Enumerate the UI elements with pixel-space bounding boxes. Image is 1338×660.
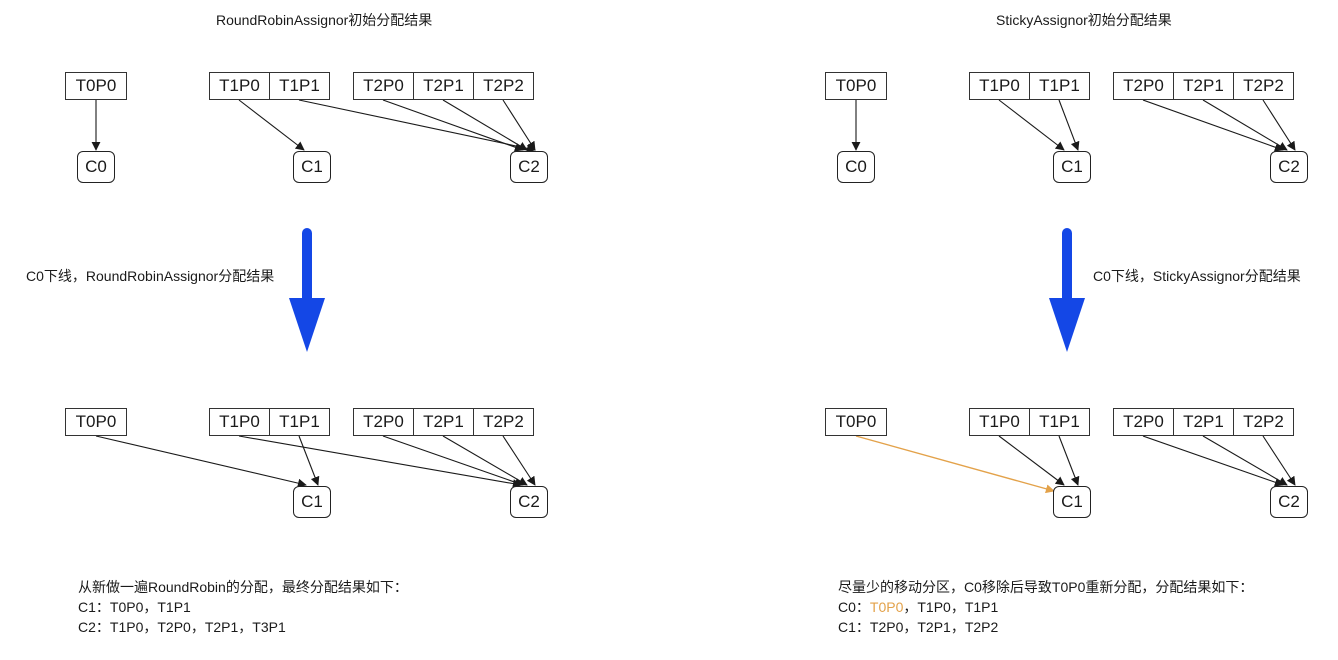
left-top-edge-t1p1-to-c2 — [298, 99, 536, 153]
right-note-moved-partition: T0P0 — [869, 599, 904, 615]
left-bottom-partition-t2p2: T2P2 — [473, 408, 534, 436]
left-top-consumer-c0: C0 — [77, 151, 115, 183]
left-bottom-edge-t1p1-to-c1 — [298, 435, 320, 486]
right-bottom-partition-t1p0: T1P0 — [969, 408, 1030, 436]
right-bottom-partition-t2p0: T2P0 — [1113, 408, 1174, 436]
left-bottom-edge-t1p0-to-c2 — [238, 435, 522, 489]
left-top-partition-t1p0: T1P0 — [209, 72, 270, 100]
right-top-edge-t2p1-to-c2 — [1202, 99, 1288, 151]
left-top-partition-t2p0: T2P0 — [353, 72, 414, 100]
right-top-edge-t1p1-to-c1 — [1058, 99, 1080, 151]
right-bottom-edge-t0p0-to-c1 — [855, 435, 1055, 494]
right-transition-arrow — [1049, 228, 1085, 352]
left-bottom-edge-t2p2-to-c2 — [502, 435, 536, 486]
left-top-partition-t2p1: T2P1 — [413, 72, 474, 100]
left-bottom-partition-t1p1: T1P1 — [269, 408, 330, 436]
right-note-line2-suffix: ，T1P0，T1P1 — [903, 599, 999, 615]
right-bottom-consumer-c2: C2 — [1270, 486, 1308, 518]
right-bottom-partition-t2p1: T2P1 — [1173, 408, 1234, 436]
left-bottom-edge-t0p0-to-c1 — [95, 435, 307, 488]
right-transition-label: C0下线，StickyAssignor分配结果 — [1093, 268, 1301, 284]
left-bottom-partition-t2p1: T2P1 — [413, 408, 474, 436]
right-top-partition-t2p2: T2P2 — [1233, 72, 1294, 100]
right-bottom-partition-t2p2: T2P2 — [1233, 408, 1294, 436]
left-bottom-partition-t0p0: T0P0 — [65, 408, 127, 436]
right-bottom-partition-t1p1: T1P1 — [1029, 408, 1090, 436]
left-top-consumer-c1: C1 — [293, 151, 331, 183]
right-bottom-edge-t1p1-to-c1 — [1058, 435, 1080, 486]
right-top-edge-t2p2-to-c2 — [1262, 99, 1296, 151]
left-top-partition-t0p0: T0P0 — [65, 72, 127, 100]
right-top-consumer-c1: C1 — [1053, 151, 1091, 183]
left-top-edge-t1p0-to-c1 — [238, 99, 305, 151]
left-bottom-edge-t2p1-to-c2 — [442, 435, 528, 486]
left-note-line2: C1：T0P0，T1P1 — [78, 599, 191, 615]
left-transition-arrow — [289, 228, 325, 352]
right-note-line1: 尽量少的移动分区，C0移除后导致T0P0重新分配，分配结果如下： — [838, 579, 1254, 595]
right-top-partition-t2p0: T2P0 — [1113, 72, 1174, 100]
left-bottom-partition-t2p0: T2P0 — [353, 408, 414, 436]
left-top-edge-t2p2-to-c2 — [502, 99, 536, 151]
left-note-line3: C2：T1P0，T2P0，T2P1，T3P1 — [78, 619, 286, 635]
right-top-partition-t2p1: T2P1 — [1173, 72, 1234, 100]
left-bottom-partition-t1p0: T1P0 — [209, 408, 270, 436]
left-bottom-edge-t2p0-to-c2 — [382, 435, 524, 487]
right-top-edge-t2p0-to-c2 — [1142, 99, 1284, 152]
right-note-line2: C0：T0P0，T1P0，T1P1 — [838, 598, 998, 616]
right-bottom-edge-t2p1-to-c2 — [1202, 435, 1288, 486]
left-top-edge-t2p0-to-c2 — [382, 99, 524, 152]
right-bottom-edge-t2p0-to-c2 — [1142, 435, 1284, 487]
right-bottom-edge-t1p0-to-c1 — [998, 435, 1065, 486]
assignment-edges — [91, 99, 1296, 494]
left-top-partition-t2p2: T2P2 — [473, 72, 534, 100]
left-bottom-consumer-c2: C2 — [510, 486, 548, 518]
right-note-line3: C1：T2P0，T2P1，T2P2 — [838, 619, 999, 635]
right-bottom-partition-t0p0: T0P0 — [825, 408, 887, 436]
right-top-consumer-c2: C2 — [1270, 151, 1308, 183]
right-title: StickyAssignor初始分配结果 — [996, 12, 1172, 28]
right-top-partition-t1p1: T1P1 — [1029, 72, 1090, 100]
right-top-consumer-c0: C0 — [837, 151, 875, 183]
left-note-line1: 从新做一遍RoundRobin的分配，最终分配结果如下： — [78, 579, 408, 595]
right-top-partition-t1p0: T1P0 — [969, 72, 1030, 100]
right-note-line2-prefix: C0： — [838, 599, 870, 615]
left-top-partition-t1p1: T1P1 — [269, 72, 330, 100]
right-top-edge-t1p0-to-c1 — [998, 99, 1065, 151]
right-bottom-edge-t2p2-to-c2 — [1262, 435, 1296, 486]
left-transition-label: C0下线，RoundRobinAssignor分配结果 — [26, 268, 275, 284]
left-top-consumer-c2: C2 — [510, 151, 548, 183]
right-top-partition-t0p0: T0P0 — [825, 72, 887, 100]
right-bottom-consumer-c1: C1 — [1053, 486, 1091, 518]
left-top-edge-t2p1-to-c2 — [442, 99, 528, 151]
transition-arrows — [289, 228, 1085, 352]
left-bottom-consumer-c1: C1 — [293, 486, 331, 518]
left-title: RoundRobinAssignor初始分配结果 — [216, 12, 433, 28]
